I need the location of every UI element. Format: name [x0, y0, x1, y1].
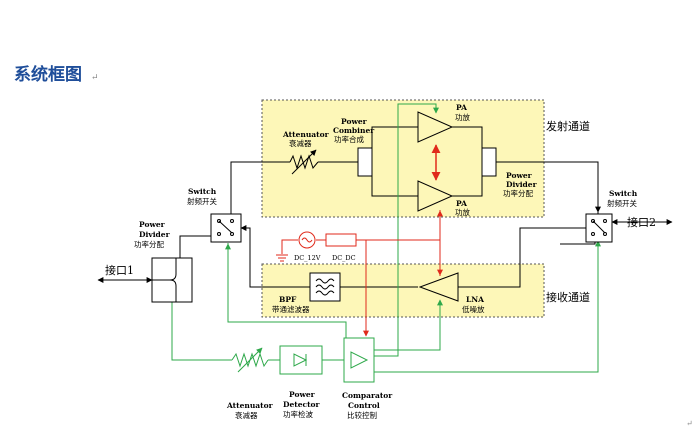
bottom-attenuator-label: Attenuator	[226, 401, 274, 410]
pa-bottom-label: PA	[456, 199, 467, 208]
port2-label: 接口2	[627, 216, 656, 229]
bpf-block	[309, 272, 341, 302]
bpf-label: BPF	[279, 295, 297, 304]
pa-bottom-label-cn: 功放	[455, 207, 470, 217]
bpf-label-cn: 带通滤波器	[272, 304, 310, 314]
right-switch-label-cn: 射频开关	[607, 198, 637, 208]
pa-top-amplifier	[417, 111, 454, 143]
tx-power-divider-block	[481, 147, 497, 177]
left-switch-label: Switch	[188, 187, 217, 196]
power-detector-block	[279, 345, 323, 375]
right-switch-block	[585, 213, 613, 243]
port1-label: 接口1	[105, 264, 134, 277]
bottom-attenuator-icon	[231, 347, 269, 373]
comparator-block	[343, 337, 375, 383]
left-switch-block	[210, 213, 242, 243]
comparator-label-cn: 比较控制	[347, 410, 377, 420]
tx-attenuator-label: Attenuator	[282, 130, 330, 139]
tx-attenuator-label-cn: 衰减器	[289, 138, 312, 148]
power-detector-label-cn: 功率检波	[283, 409, 313, 419]
power-detector-label-1: Power	[289, 390, 316, 399]
comparator-label-1: Comparator	[342, 391, 393, 400]
rx-channel-region	[261, 263, 545, 318]
rx-channel-label: 接收通道	[546, 290, 590, 304]
page-title: 系统框图	[14, 64, 82, 85]
comparator-label-2: Control	[348, 401, 380, 410]
dc-12v-label: DC_12V	[294, 254, 321, 262]
left-switch-label-cn: 射频开关	[187, 196, 217, 206]
right-switch-label: Switch	[609, 189, 638, 198]
paragraph-mark: ↵	[91, 73, 99, 83]
lna-label-cn: 低噪放	[462, 304, 485, 314]
tx-channel-region	[261, 99, 545, 218]
tx-attenuator-icon	[289, 149, 319, 175]
pa-top-label-cn: 功放	[455, 112, 470, 122]
power-combiner-label-1: Power	[341, 117, 368, 126]
pa-bottom-amplifier	[417, 180, 454, 212]
power-combiner-block	[357, 147, 373, 177]
left-power-divider-label-1: Power	[139, 220, 166, 229]
pa-top-label: PA	[456, 103, 467, 112]
tx-power-divider-label-2: Divider	[506, 180, 538, 189]
dc-dc-label: DC_DC	[332, 254, 356, 262]
lna-label: LNA	[466, 295, 484, 304]
bottom-attenuator-label-cn: 衰减器	[235, 410, 258, 420]
left-power-divider-block	[151, 257, 193, 303]
ground-icon	[276, 254, 288, 262]
tx-power-divider-label-cn: 功率分配	[503, 188, 533, 198]
paragraph-mark-end: ↵	[686, 419, 693, 428]
left-power-divider-label-cn: 功率分配	[134, 239, 164, 249]
power-combiner-label-cn: 功率合成	[334, 134, 364, 144]
power-detector-label-2: Detector	[283, 400, 321, 409]
tx-power-divider-label-1: Power	[506, 171, 533, 180]
power-combiner-label-2: Combiner	[333, 126, 375, 135]
lna-amplifier	[418, 272, 459, 302]
tx-channel-label: 发射通道	[546, 119, 590, 133]
dc-source-icon	[298, 231, 316, 249]
dc-dc-block	[325, 233, 357, 247]
left-power-divider-label-2: Divider	[139, 230, 171, 239]
